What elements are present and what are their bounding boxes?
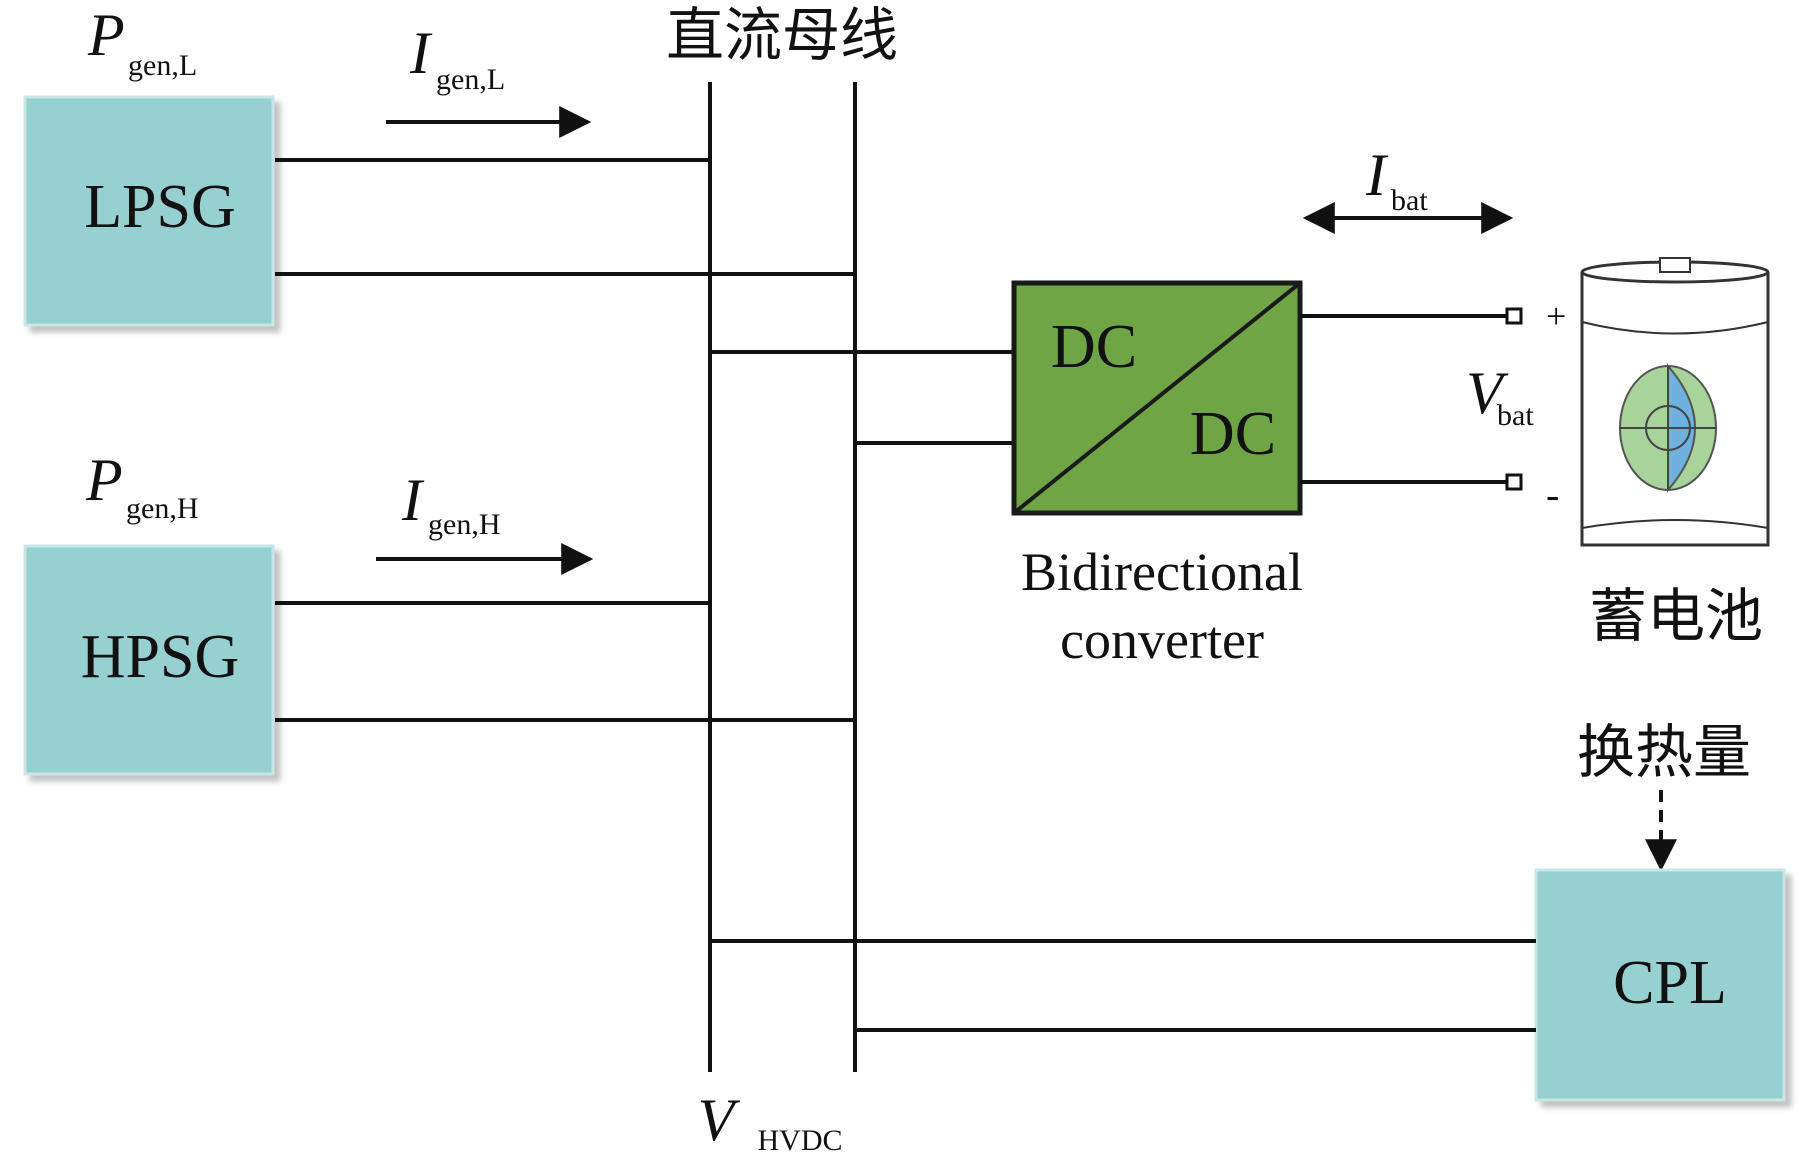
converter-caption-line1: Bidirectional <box>1021 542 1303 602</box>
battery-voltage-label: V bat <box>1466 360 1534 432</box>
converter-top-label: DC <box>1051 313 1137 381</box>
heat-exchange-label: 换热量 <box>1577 718 1751 786</box>
svg-text:bat: bat <box>1497 399 1534 432</box>
svg-text:gen,H: gen,H <box>428 508 500 541</box>
battery-terminal-negative <box>1505 473 1523 491</box>
lpsg-current-label: I gen,L <box>409 20 505 96</box>
minus-sign: - <box>1546 472 1559 517</box>
svg-text:V: V <box>1466 360 1509 426</box>
hpsg-box <box>23 544 275 776</box>
svg-text:P: P <box>87 2 125 68</box>
lpsg-power-label: P gen,L <box>87 2 197 82</box>
svg-text:bat: bat <box>1391 184 1428 217</box>
lpsg-label: LPSG <box>84 173 236 241</box>
battery-terminal-positive <box>1505 307 1523 325</box>
battery-current-label: I bat <box>1365 142 1428 217</box>
battery-label: 蓄电池 <box>1589 582 1763 650</box>
hpsg-label: HPSG <box>81 623 240 691</box>
converter-diagonal <box>1012 281 1302 515</box>
svg-text:gen,L: gen,L <box>436 63 505 96</box>
svg-text:P: P <box>85 447 123 513</box>
svg-text:gen,L: gen,L <box>128 49 197 82</box>
converter-caption-line2: converter <box>1060 610 1264 670</box>
dc-bus-title: 直流母线 <box>666 1 898 69</box>
svg-text:HVDC: HVDC <box>757 1124 842 1154</box>
lpsg-source: LPSG <box>23 95 275 327</box>
svg-text:I: I <box>401 467 425 533</box>
plus-sign: + <box>1546 296 1566 336</box>
svg-text:I: I <box>409 20 433 86</box>
svg-text:I: I <box>1365 142 1389 208</box>
svg-text:gen,H: gen,H <box>126 492 198 525</box>
cpl-box <box>1534 868 1786 1102</box>
svg-text:V: V <box>698 1087 741 1153</box>
hpsg-current-label: I gen,H <box>401 467 500 541</box>
converter-bottom-label: DC <box>1190 400 1276 468</box>
cpl-load: CPL <box>1534 868 1786 1102</box>
lpsg-box <box>23 95 275 327</box>
battery-icon <box>1580 257 1770 547</box>
cpl-label: CPL <box>1613 949 1727 1017</box>
hpsg-source: HPSG <box>23 544 275 776</box>
bus-voltage-label: V HVDC <box>698 1087 843 1154</box>
hpsg-power-label: P gen,H <box>85 447 198 525</box>
dc-dc-converter: DC DC <box>1011 280 1303 516</box>
